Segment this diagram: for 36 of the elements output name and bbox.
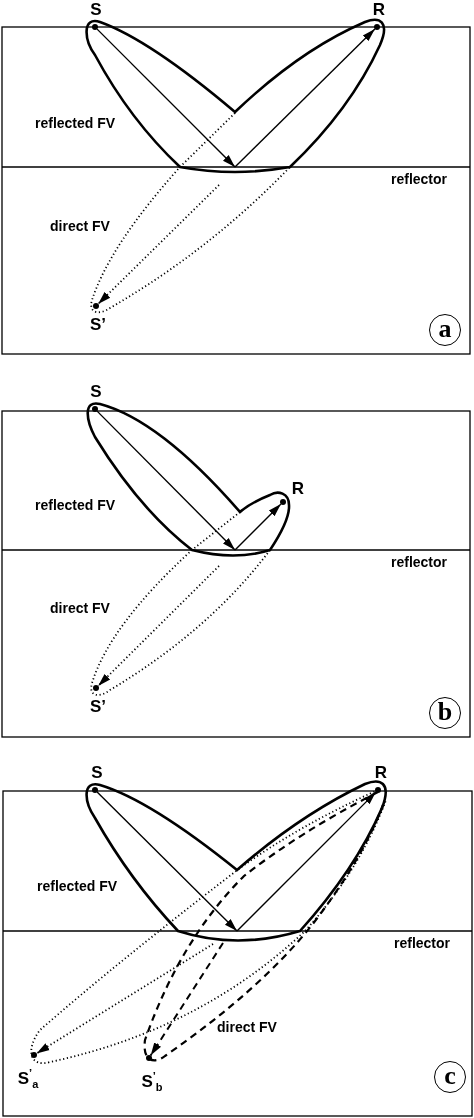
point-dot <box>374 24 380 30</box>
region-label: reflected FV <box>34 115 117 131</box>
ray-arrow <box>236 791 377 932</box>
ray-arrow <box>149 942 224 1057</box>
point-label: S <box>91 764 103 782</box>
point-dot <box>375 787 381 793</box>
point-label: R <box>372 1 386 19</box>
point-label: S’ <box>89 316 107 334</box>
region-label: reflector <box>390 554 449 570</box>
point-dot <box>92 787 98 793</box>
point-label: R <box>291 480 305 498</box>
ray-arrow <box>35 943 214 1055</box>
point-label: S <box>90 1 102 19</box>
point-dot <box>280 499 286 505</box>
ray-arrow <box>96 28 236 168</box>
point-label: S <box>90 383 102 401</box>
region-label: reflected FV <box>34 497 117 513</box>
point-dot <box>146 1055 152 1061</box>
point-dot <box>92 24 98 30</box>
ray-arrow <box>97 565 220 687</box>
region-label: reflected FV <box>36 878 119 894</box>
region-label: direct FV <box>216 1019 278 1035</box>
point-dot <box>92 406 98 412</box>
point-dot <box>93 685 99 691</box>
region-label: reflector <box>393 935 452 951</box>
region-label: direct FV <box>49 600 111 616</box>
ray-arrow <box>234 28 376 168</box>
point-dot <box>31 1052 37 1058</box>
ray-arrow <box>234 503 282 551</box>
point-label: R <box>374 764 388 782</box>
region-label: reflector <box>390 171 449 187</box>
ray-arrow <box>97 184 220 305</box>
region-label: direct FV <box>49 218 111 234</box>
ray-arrow <box>96 410 236 551</box>
point-label: S’ <box>89 698 107 716</box>
point-dot <box>93 303 99 309</box>
